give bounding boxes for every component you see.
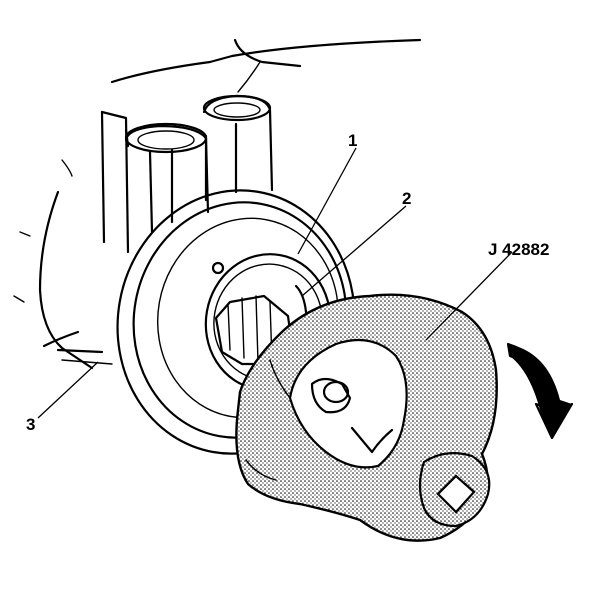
tool-number-label: J 42882 (488, 240, 549, 259)
callout-1-label: 1 (348, 131, 357, 150)
tool-j42882 (235, 293, 498, 542)
curved-arrow-clockwise-icon (506, 342, 574, 440)
callout-2-label: 2 (402, 189, 411, 208)
upper-tubes (100, 94, 274, 254)
callout-3-label: 3 (26, 415, 35, 434)
engine-block (13, 38, 422, 370)
leader-lines (37, 147, 513, 419)
